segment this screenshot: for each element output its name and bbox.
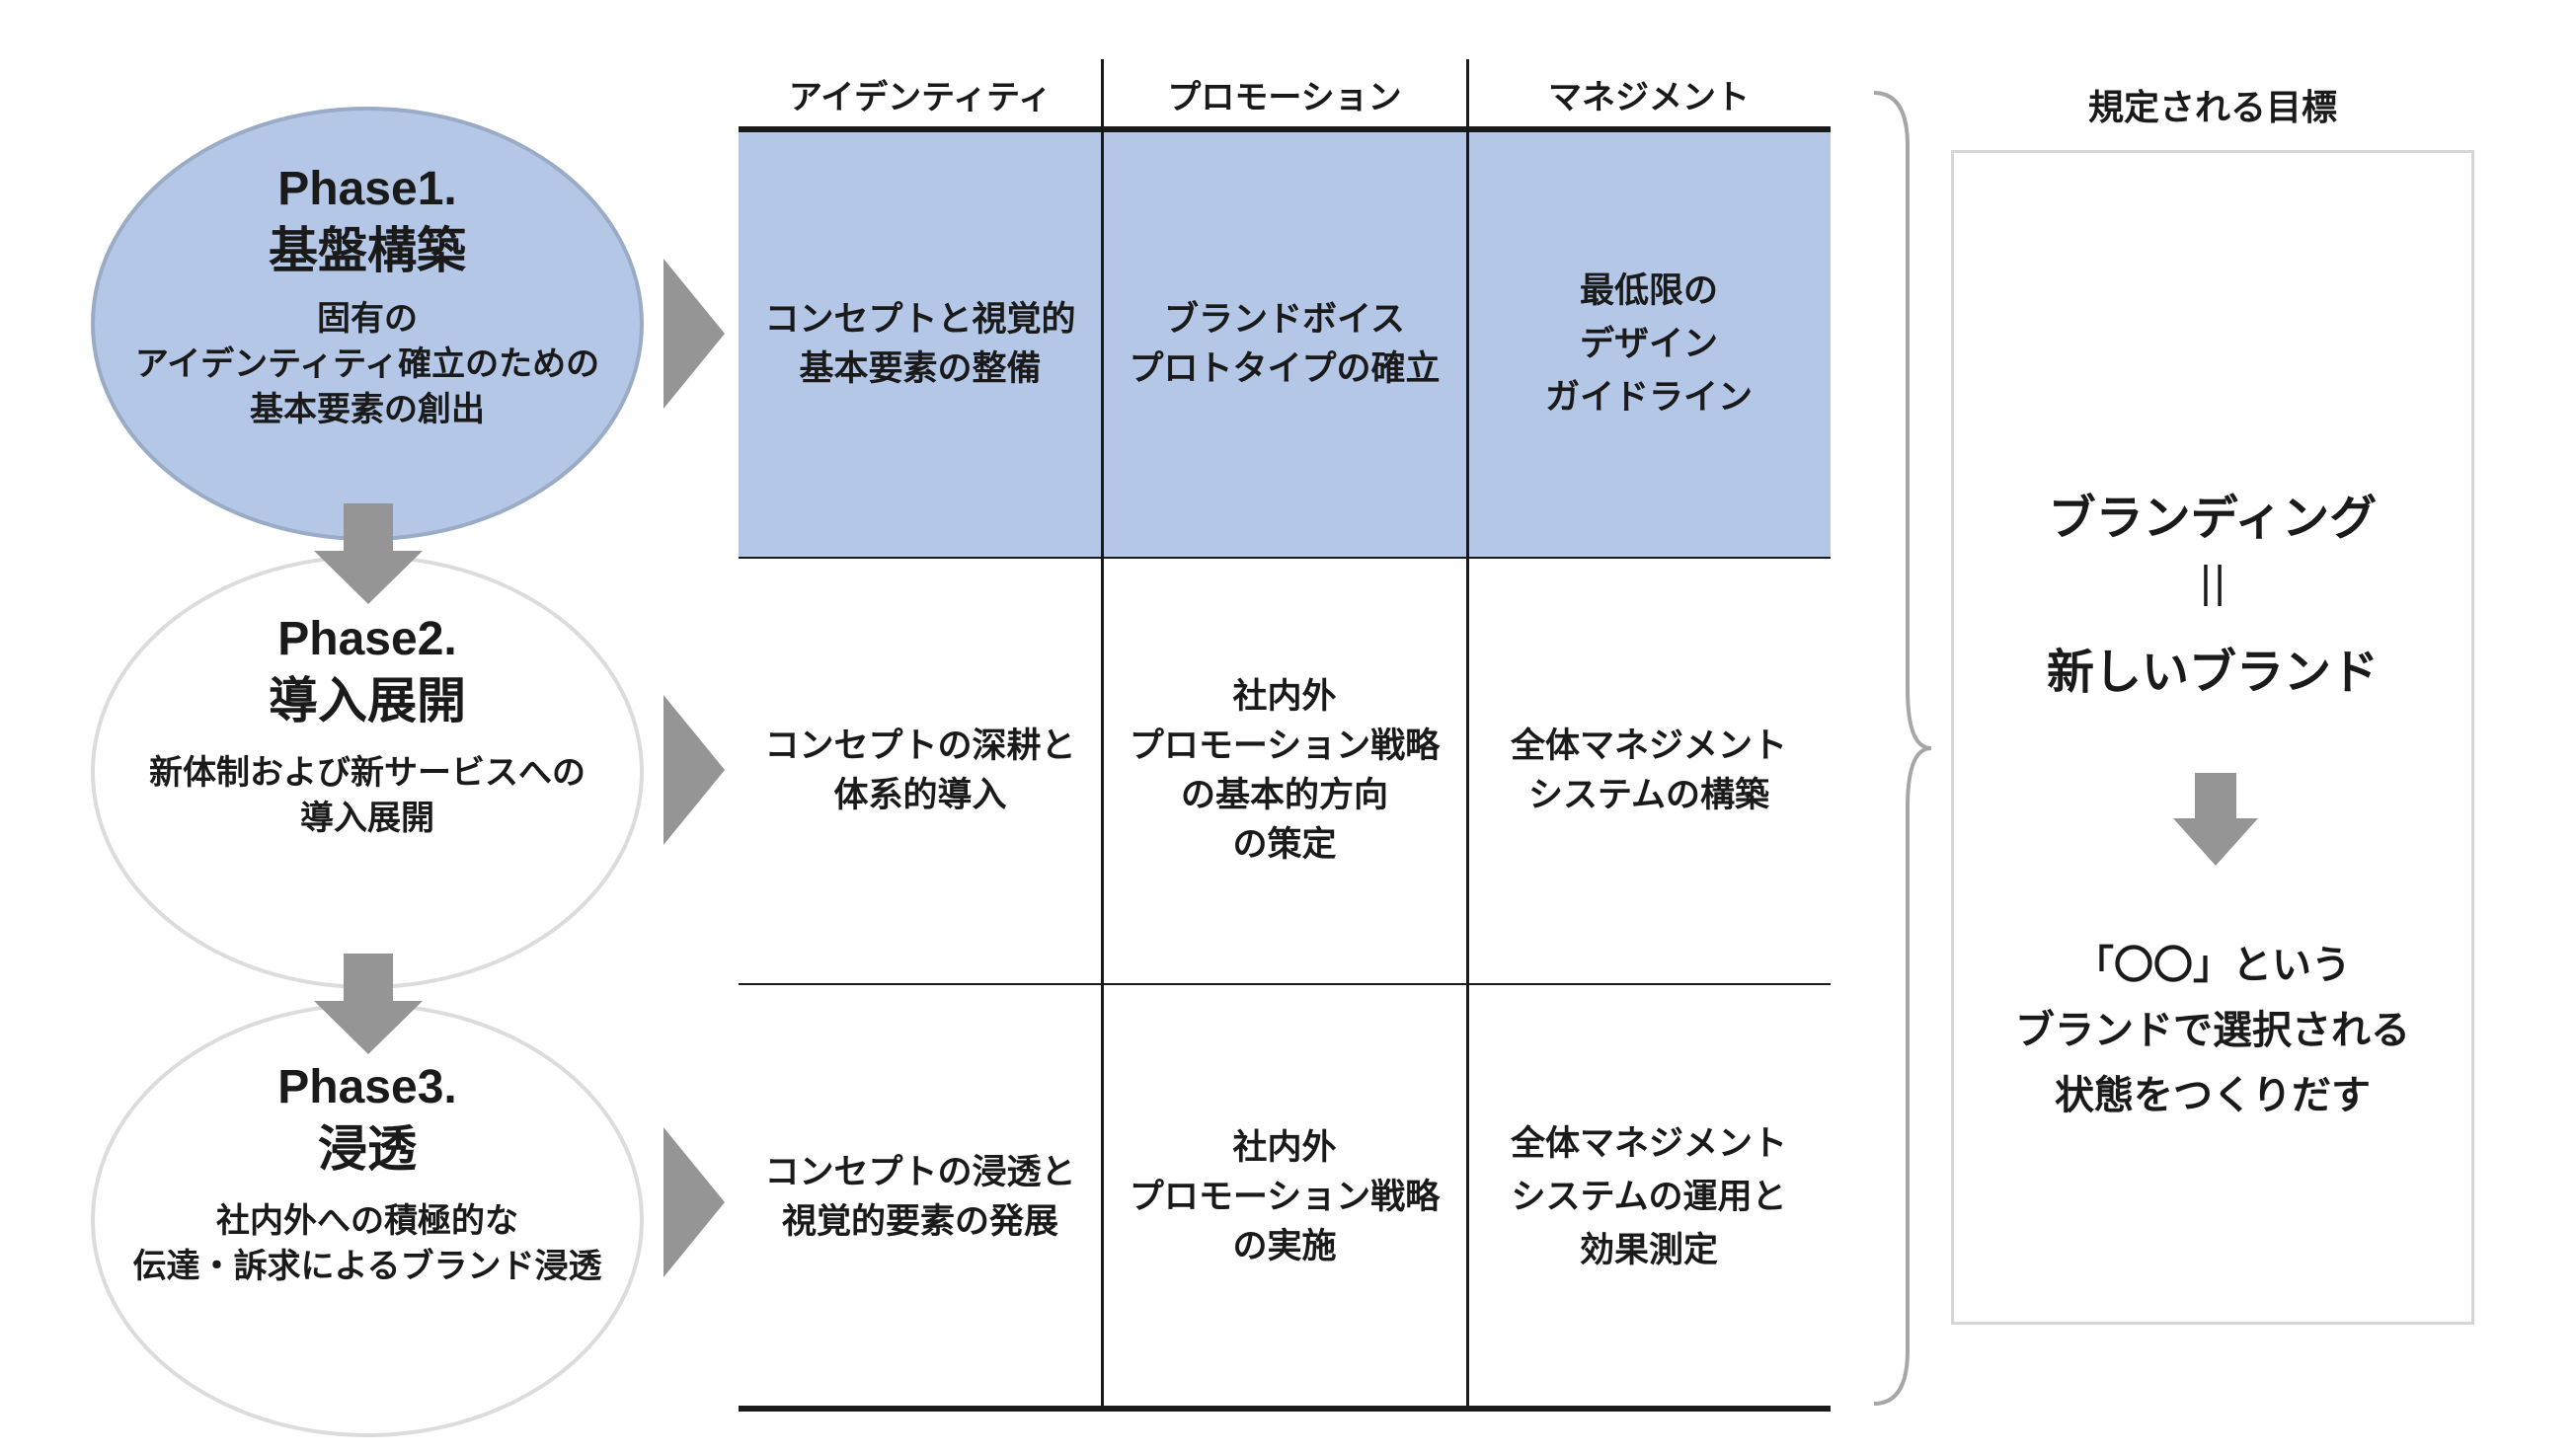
cell-r1-promotion: ブランドボイス プロトタイプの確立	[1129, 300, 1441, 389]
column-header-identity: アイデンティティ	[788, 77, 1053, 117]
cell-r1-management: 最低限の デザイン ガイドライン	[1544, 271, 1753, 418]
phase-3-ellipse: Phase3. 浸透 社内外への積極的な 伝達・訴求によるブランド浸透	[91, 1003, 644, 1437]
cell-r3-identity: コンセプトの浸透と 視覚的要素の発展	[764, 1153, 1076, 1242]
phase-1-subtitle: 基盤構築	[269, 222, 466, 279]
curly-brace-icon	[1873, 91, 1932, 1406]
row-divider	[739, 557, 1831, 559]
phase-2-title: Phase2.	[277, 613, 457, 665]
cell-r2-promotion: 社内外 プロモーション戦略 の基本的方向 の策定	[1129, 677, 1441, 865]
cell-r2-management: 全体マネジメント システムの構築	[1510, 727, 1787, 815]
phase-2-description: 新体制および新サービスへの 導入展開	[149, 753, 585, 838]
down-arrow-icon	[314, 954, 423, 1054]
cell-r3-management: 全体マネジメント システムの運用と 効果測定	[1510, 1124, 1787, 1270]
cell-r3-promotion: 社内外 プロモーション戦略 の実施	[1129, 1128, 1441, 1266]
phase-2-subtitle: 導入展開	[269, 672, 466, 729]
column-divider	[1101, 59, 1104, 1410]
goal-equals: ||	[2198, 558, 2227, 606]
goal-new-brand: 新しいブランド	[2046, 645, 2379, 700]
column-header-management: マネジメント	[1548, 77, 1750, 117]
column-divider	[1466, 59, 1469, 1410]
goal-outcome: 「〇〇」という ブランドで選択される 状態をつくりだす	[2015, 943, 2410, 1118]
phase-1-description: 固有の アイデンティティ確立のための 基本要素の創出	[134, 299, 600, 429]
column-header-promotion: プロモーション	[1167, 77, 1402, 117]
goal-box: ブランディング || 新しいブランド 「〇〇」という ブランドで選択される 状態…	[1951, 150, 2474, 1325]
phase-3-title: Phase3.	[277, 1061, 457, 1113]
chevron-right-icon	[664, 695, 725, 845]
row-divider	[739, 983, 1831, 985]
table-bottom-border	[739, 1406, 1831, 1412]
phase-3-subtitle: 浸透	[318, 1120, 417, 1178]
down-arrow-icon	[314, 503, 423, 604]
down-arrow-icon	[2173, 773, 2258, 866]
chevron-right-icon	[664, 259, 725, 409]
chevron-right-icon	[664, 1127, 725, 1277]
phase-3-description: 社内外への積極的な 伝達・訴求によるブランド浸透	[132, 1201, 602, 1286]
goal-branding: ブランディング	[2048, 491, 2378, 546]
cell-r2-identity: コンセプトの深耕と 体系的導入	[764, 727, 1076, 815]
row-1-highlight	[739, 132, 1831, 557]
cell-r1-identity: コンセプトと視覚的 基本要素の整備	[764, 300, 1076, 389]
phase-2-ellipse: Phase2. 導入展開 新体制および新サービスへの 導入展開	[91, 555, 644, 989]
goal-title: 規定される目標	[2087, 88, 2337, 128]
phase-1-ellipse: Phase1. 基盤構築 固有の アイデンティティ確立のための 基本要素の創出	[91, 107, 644, 541]
header-divider	[739, 126, 1831, 132]
phase-1-title: Phase1.	[277, 163, 457, 215]
